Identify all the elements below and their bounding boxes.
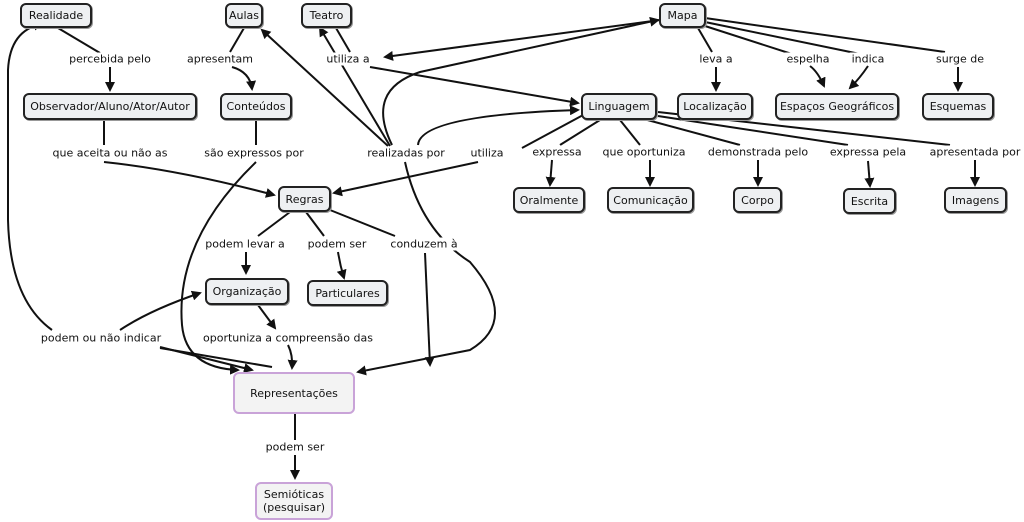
edge-utiliza-linguagem xyxy=(417,105,580,146)
edge-espelha-espacos xyxy=(809,65,826,88)
concept-teatro[interactable]: Teatro xyxy=(301,3,352,28)
edge-aulas-apresentam xyxy=(229,27,245,53)
link-utiliza: utiliza xyxy=(468,146,506,160)
edge-que-aceita-regras xyxy=(103,161,276,198)
link-que-aceita: que aceita ou não as xyxy=(50,146,170,160)
edge-regras-conduzem xyxy=(329,209,396,237)
link-podem-ser-2: podem ser xyxy=(263,440,327,454)
concept-imagens[interactable]: Imagens xyxy=(944,187,1007,213)
concept-oralmente[interactable]: Oralmente xyxy=(513,187,585,213)
link-leva-a: leva a xyxy=(697,52,735,66)
concept-mapa[interactable]: Mapa xyxy=(659,3,706,28)
edge-podem-ser-particulares xyxy=(336,251,347,280)
edge-linguagem-oportuniza xyxy=(619,119,641,146)
concept-linguagem[interactable]: Linguagem xyxy=(581,93,657,120)
edge-utiliza-regras xyxy=(332,161,479,197)
edge-organizacao-oportuniza xyxy=(257,304,277,330)
concept-aulas[interactable]: Aulas xyxy=(225,3,263,28)
edge-regras-podem-levar xyxy=(257,211,291,237)
edge-realizadas-mapa xyxy=(382,16,660,146)
edge-oportuniza-representacoes xyxy=(287,344,298,370)
link-que-oportuniza: que oportuniza xyxy=(600,145,688,159)
link-podem-ser: podem ser xyxy=(305,237,369,251)
edge-linguagem-utiliza xyxy=(521,113,586,149)
concept-representacoes[interactable]: Representações xyxy=(233,372,355,414)
edge-conduzem-representacoes xyxy=(424,252,435,367)
edge-realizadas-aulas xyxy=(260,28,389,147)
link-expressa: expressa xyxy=(530,145,584,159)
edge-mapa-surge-de xyxy=(704,17,946,53)
edge-linguagem-expressa-pela xyxy=(657,115,849,146)
link-apresentada-por: apresentada por xyxy=(927,145,1023,159)
edge-expressa-pela-escrita xyxy=(864,160,875,188)
concept-comunicacao[interactable]: Comunicação xyxy=(607,187,694,213)
edge-regras-podem-ser xyxy=(305,211,325,237)
link-percebida-pelo: percebida pelo xyxy=(67,52,153,66)
edge-apresentam-conteudos xyxy=(231,66,257,91)
edge-realidade-percebida xyxy=(57,27,101,54)
concept-localizacao[interactable]: Localização xyxy=(677,93,753,120)
link-expressa-pela: expressa pela xyxy=(827,145,909,159)
link-sao-expressos: são expressos por xyxy=(202,146,306,160)
edge-linguagem-demonstrada xyxy=(639,117,741,146)
link-podem-levar: podem levar a xyxy=(203,237,287,251)
concept-conteudos[interactable]: Conteúdos xyxy=(220,93,292,120)
concept-esquemas[interactable]: Esquemas xyxy=(922,93,994,120)
edge-podem-ou-nao-organizacao xyxy=(119,290,202,331)
edge-podem-ou-nao-realidade xyxy=(7,20,53,331)
link-demonstrada-pelo: demonstrada pelo xyxy=(705,145,811,159)
concept-organizacao[interactable]: Organização xyxy=(205,278,289,305)
concept-corpo[interactable]: Corpo xyxy=(733,187,782,213)
concept-espacos-geograficos[interactable]: Espaços Geográficos xyxy=(775,93,899,120)
edge-realizadas-representacoes xyxy=(356,161,496,376)
link-indica: indica xyxy=(849,52,887,66)
edge-podem-ou-nao-representacoes xyxy=(159,346,254,373)
link-espelha: espelha xyxy=(784,52,832,66)
link-realizadas-por: realizadas por xyxy=(365,146,447,160)
edge-mapa-leva-a xyxy=(697,27,713,53)
edge-mapa-indica xyxy=(704,21,861,55)
concept-semioticas[interactable]: Semióticas (pesquisar) xyxy=(255,482,333,520)
concept-particulares[interactable]: Particulares xyxy=(307,280,388,306)
edge-expressa-oralmente xyxy=(545,159,556,187)
concept-observador[interactable]: Observador/Aluno/Ator/Autor xyxy=(23,93,197,120)
link-utiliza-a: utiliza a xyxy=(324,52,372,66)
edge-mapa-utiliza-a xyxy=(383,19,661,61)
edge-teatro-utiliza-a xyxy=(335,27,351,53)
link-surge-de: surge de xyxy=(933,52,987,66)
edge-utiliza-a-linguagem xyxy=(369,66,580,107)
edge-realizadas-teatro xyxy=(318,26,391,147)
edge-linguagem-expressa xyxy=(559,119,601,146)
concept-regras[interactable]: Regras xyxy=(278,186,331,212)
link-conduzem: conduzem à xyxy=(388,237,460,251)
edge-sao-expressos-representacoes xyxy=(180,161,257,375)
concept-realidade[interactable]: Realidade xyxy=(20,3,92,28)
link-oportuniza-compreensao: oportuniza a compreensão das xyxy=(201,331,375,345)
edge-indica-espacos xyxy=(848,65,869,90)
link-podem-ou-nao: podem ou não indicar xyxy=(38,331,164,345)
edge-mapa-espelha xyxy=(704,25,796,56)
concept-escrita[interactable]: Escrita xyxy=(843,188,896,214)
link-apresentam: apresentam xyxy=(184,52,256,66)
